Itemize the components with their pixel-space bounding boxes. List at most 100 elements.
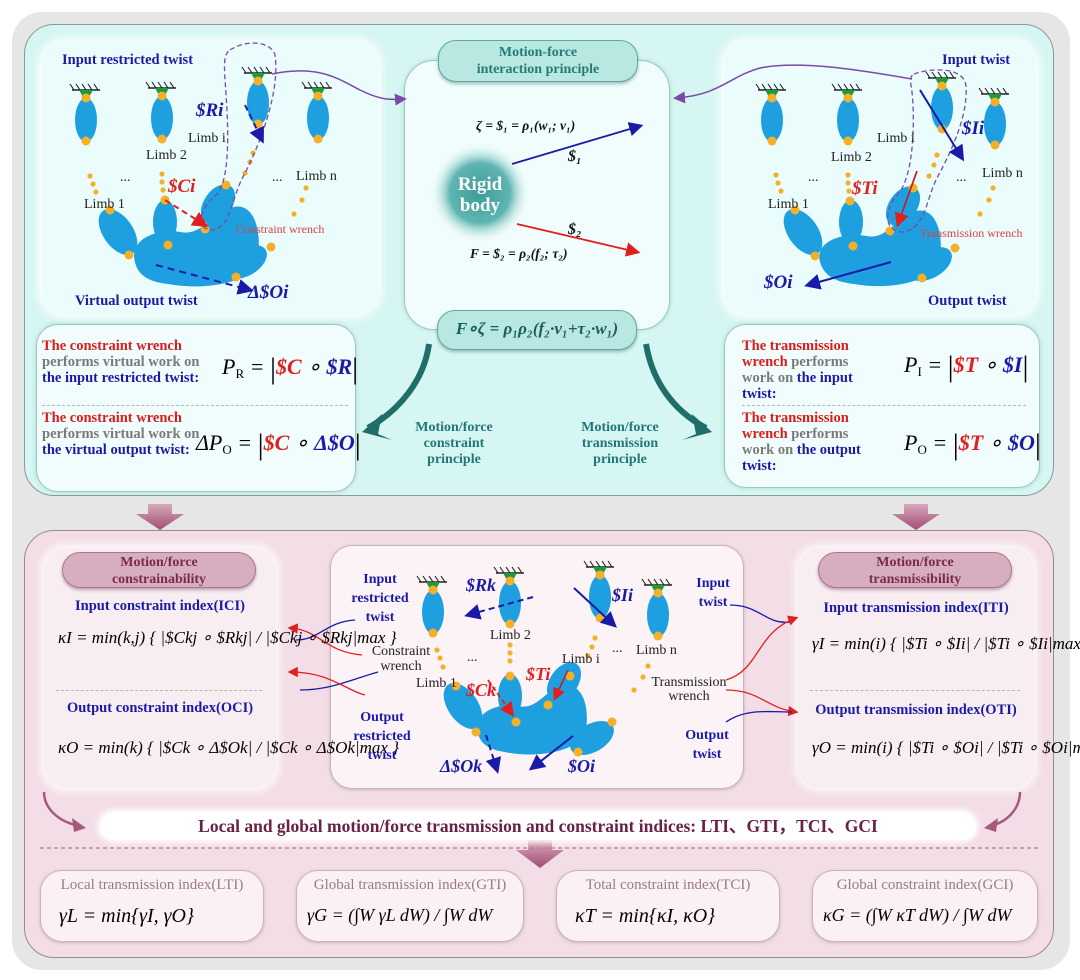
blue-text: the output twist: (742, 442, 861, 474)
divider (42, 405, 348, 406)
limb-1-label: Limb 1 (416, 676, 457, 691)
line: constraint (423, 436, 485, 451)
formula-sub: I (917, 364, 922, 379)
right-mechanism (673, 64, 1010, 290)
rigid-body-line-2: body (459, 195, 501, 216)
PO-formula: PO = |$T ∘ $O| (904, 428, 1041, 461)
limb-i-label: Limb i (188, 131, 226, 146)
rigid-body-diagram (430, 122, 644, 257)
screw-2-label: $₂ (568, 221, 582, 238)
constraint-work-text-1: The constraint wrench performs virtual w… (42, 338, 202, 386)
formula-op-a: $T (953, 352, 979, 377)
oti-formula: γO = min(i) { |$Ti ∘ $Oi| / |$Ti ∘ $Oi|m… (812, 738, 1080, 757)
line: twist (367, 748, 397, 763)
limb-2-label: Limb 2 (146, 148, 187, 163)
line: Input (696, 576, 730, 591)
tci-title: Total constraint index(TCI) (585, 877, 751, 893)
gti-title: Global transmission index(GTI) (313, 877, 507, 893)
ici-formula: κI = min(k,j) { |$Ckj ∘ $Rkj| / |$Ckj ∘ … (58, 628, 397, 647)
formula-lhs: ΔP (196, 430, 223, 455)
oci-title: Output constraint index(OCI) (66, 700, 254, 716)
iti-formula: γI = min(i) { |$Ti ∘ $Ii| / |$Ti ∘ $Ii|m… (812, 634, 1080, 653)
left-mechanism (69, 42, 407, 295)
limb-1-label: Limb 1 (768, 197, 809, 212)
gti-formula: γG = (∫W γL dW) / ∫W dW (307, 905, 493, 925)
line: Motion/force (581, 420, 659, 435)
lti-card: Local transmission index(LTI) γL = min{γ… (40, 870, 264, 942)
limb-2-label: Limb 2 (831, 150, 872, 165)
constrainability-pill: Motion/force constrainability (62, 552, 256, 588)
formula-lhs: P (904, 352, 918, 377)
line: twist (698, 595, 728, 610)
screw-T-label: $Ti (852, 178, 878, 199)
gci-title: Global constraint index(GCI) (836, 877, 1014, 893)
constraint-work-box (36, 324, 356, 492)
transmission-wrench-label: Transmission wrench (920, 226, 1023, 240)
limb-i-label: Limb i (562, 652, 600, 667)
pill-line-1: Motion/force (120, 555, 198, 570)
ellipsis: ... (120, 170, 131, 185)
gci-card: Global constraint index(GCI) κG = (∫W κT… (812, 870, 1038, 942)
line: principle (427, 452, 481, 467)
transmission-work-text-2: The transmission wrench performs work on… (742, 410, 882, 474)
interaction-principle-pill: Motion-force interaction principle (438, 40, 638, 82)
screw-1-label: $₁ (568, 148, 582, 165)
input-restricted-twist-label: Input restricted twist (62, 52, 194, 68)
transmission-wrench-label: Transmission wrench (644, 676, 734, 704)
ellipsis: ... (272, 170, 283, 185)
formula-op-a: $C (276, 354, 302, 379)
output-restricted-twist-label: Output restricted twist (352, 708, 412, 765)
line: wrench (668, 689, 710, 704)
ellipsis: ... (956, 170, 967, 185)
line: wrench (380, 659, 422, 674)
gray-text: performs work on (742, 354, 849, 386)
screw-R-label: $Ri (196, 100, 224, 121)
transmission-work-box (724, 324, 1040, 488)
screw-I-label: $Ii (962, 118, 985, 139)
oci-formula: κO = min(k) { |$Ck ∘ Δ$Ok| / |$Ck ∘ Δ$Ok… (58, 738, 400, 757)
pill-line-2: constrainability (111, 572, 207, 587)
screw-Ii-label: $Ii (612, 585, 634, 605)
ellipsis: ... (808, 170, 819, 185)
line: twist (692, 747, 722, 762)
formula-op-a: $T (958, 430, 984, 455)
formula-op-b: $I (1002, 352, 1023, 377)
input-twist-label: Input twist (942, 52, 1011, 68)
screw-C-label: $Ci (168, 176, 196, 197)
constraint-wrench-label: Constraint wrench (236, 222, 325, 236)
pill-line-2: transmissibility (868, 572, 962, 587)
formula-lhs: P (904, 430, 918, 455)
divider (810, 690, 1020, 691)
iti-title: Input transmission index(ITI) (823, 600, 1009, 616)
indices-summary-banner: Local and global motion/force transmissi… (100, 812, 976, 840)
oti-title: Output transmission index(OTI) (815, 702, 1017, 718)
rigid-body-label: Rigid body (452, 174, 508, 216)
input-twist-label: Input twist (690, 574, 736, 612)
gci-formula: κG = (∫W κT dW) / ∫W dW (823, 905, 1012, 925)
line: Output (685, 728, 729, 743)
formula-op-b: Δ$O (314, 430, 355, 455)
formula-sub: O (222, 442, 232, 457)
red-text: The constraint wrench (42, 338, 182, 354)
blue-text: the virtual output twist: (42, 442, 190, 458)
twist-equation: ζ = $₁ = ρ₁(w₁; v₁) (476, 118, 576, 133)
principle-arrows (362, 343, 712, 440)
limb-n-label: Limb n (982, 166, 1023, 181)
pill-line-1: Motion/force (876, 555, 954, 570)
screw-Ck-label: $Ck (466, 680, 497, 700)
virtual-output-twist-label: Virtual output twist (75, 293, 198, 309)
red-text: The constraint wrench (42, 410, 182, 426)
screw-dO-label: Δ$Oi (248, 282, 289, 303)
rigid-body-line-1: Rigid (457, 174, 503, 195)
blue-text: the input restricted twist: (42, 370, 200, 386)
constraint-wrench-label: Constraint wrench (366, 644, 436, 674)
ellipsis: ... (467, 650, 478, 665)
red-text: The transmission wrench (742, 338, 849, 370)
line: Output (360, 710, 404, 725)
constraint-principle-label: Motion/force constraint principle (404, 420, 504, 468)
PR-formula: PR = |$C ∘ $R| (222, 352, 359, 385)
output-twist-label: Output twist (682, 726, 732, 764)
formula-lhs: P (222, 354, 236, 379)
line: restricted (353, 729, 411, 744)
